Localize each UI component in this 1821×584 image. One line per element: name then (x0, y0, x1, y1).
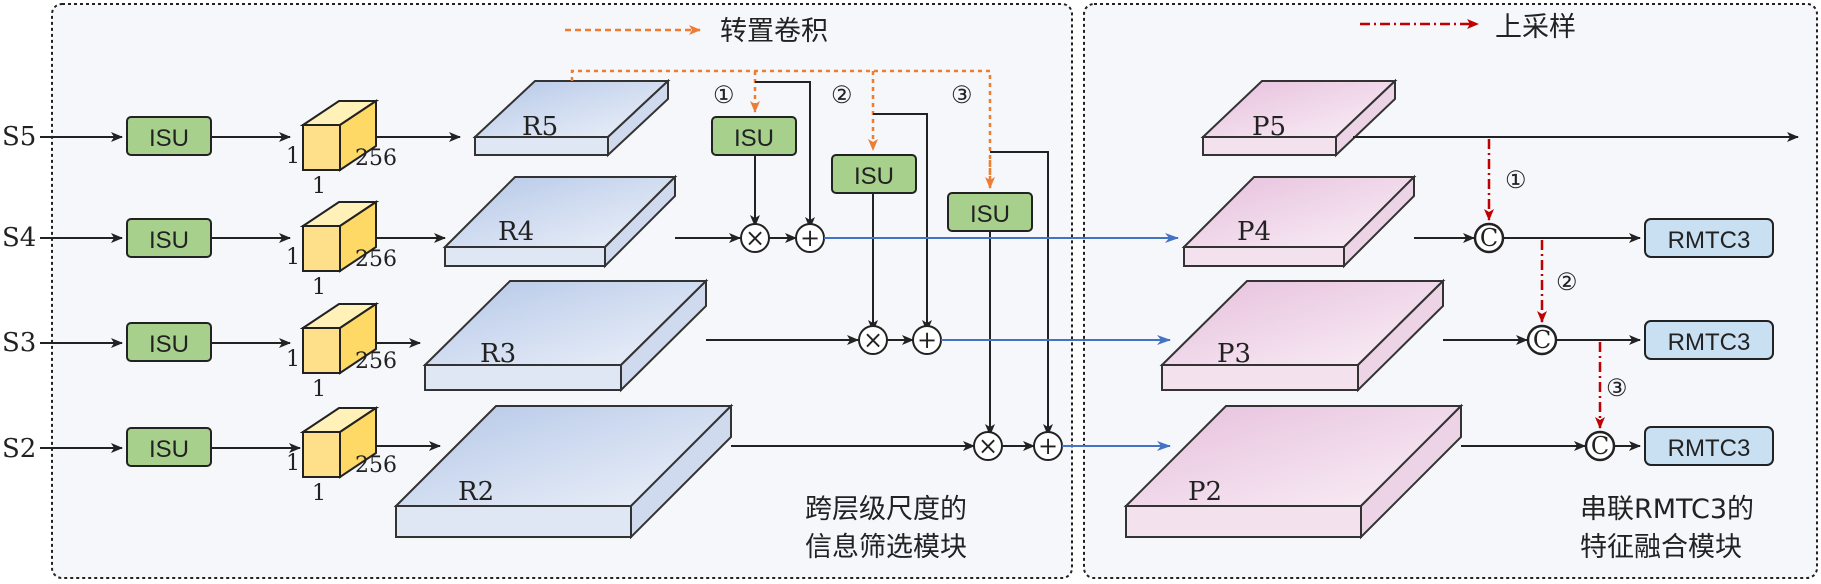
concat-op-p3: C (1526, 324, 1558, 356)
feature-map-r5: R5 (472, 78, 671, 158)
step-3-label: ③ (951, 81, 973, 109)
svg-text:1: 1 (286, 451, 300, 476)
svg-text:256: 256 (355, 247, 397, 272)
svg-text:ISU: ISU (149, 125, 189, 152)
svg-text:+: + (800, 224, 820, 252)
svg-text:×: × (863, 326, 883, 354)
isu-block-step2: ISU (831, 154, 917, 194)
legend-upsample-label: 上采样 (1495, 12, 1576, 43)
input-s5: S5 (2, 122, 36, 152)
isu-block-s2: ISU (126, 427, 212, 467)
left-module-caption-line2: 信息筛选模块 (805, 532, 967, 563)
svg-text:×: × (978, 432, 998, 460)
rmtc3-block-p4: RMTC3 (1644, 218, 1774, 258)
conv-cube-s5: 1 256 1 (286, 99, 397, 199)
svg-text:+: + (917, 326, 937, 354)
svg-text:256: 256 (355, 453, 397, 478)
feature-map-p4: P4 (1181, 174, 1417, 269)
isu-block-s3: ISU (126, 322, 212, 362)
residual-lines (750, 81, 1053, 436)
input-s2: S2 (2, 434, 36, 464)
upsample-step-1-label: ① (1505, 166, 1527, 194)
svg-text:C: C (1533, 326, 1551, 354)
svg-text:ISU: ISU (970, 201, 1010, 228)
concat-op-p4: C (1473, 222, 1505, 254)
feature-map-p5: P5 (1200, 78, 1398, 158)
feature-map-r3: R3 (422, 278, 709, 393)
conv-cube-s2: 1 256 1 (286, 406, 397, 506)
svg-text:P2: P2 (1188, 477, 1222, 507)
svg-text:1: 1 (286, 245, 300, 270)
svg-text:1: 1 (286, 347, 300, 372)
svg-text:×: × (745, 224, 765, 252)
step-2-label: ② (831, 81, 853, 109)
legend-transposed-conv-label: 转置卷积 (720, 16, 828, 47)
upsample-step-3-label: ③ (1606, 374, 1628, 402)
upsample-step-2-label: ② (1556, 268, 1578, 296)
svg-text:R2: R2 (458, 477, 494, 507)
svg-text:ISU: ISU (149, 227, 189, 254)
rmtc3-block-p2: RMTC3 (1644, 426, 1774, 466)
isu-block-step3: ISU (947, 192, 1033, 232)
svg-text:P3: P3 (1217, 339, 1251, 369)
svg-text:RMTC3: RMTC3 (1668, 329, 1751, 356)
add-op-r3: + (912, 325, 942, 355)
svg-text:RMTC3: RMTC3 (1668, 435, 1751, 462)
svg-text:RMTC3: RMTC3 (1668, 227, 1751, 254)
add-op-r2: + (1033, 431, 1063, 461)
svg-text:256: 256 (355, 349, 397, 374)
svg-text:R3: R3 (480, 339, 516, 369)
right-module-caption-line2: 特征融合模块 (1580, 532, 1742, 563)
right-module-caption-line1: 串联RMTC3的 (1580, 494, 1754, 525)
step-1-label: ① (713, 81, 735, 109)
feature-map-r2: R2 (393, 403, 734, 540)
svg-text:P5: P5 (1252, 112, 1286, 142)
svg-text:R5: R5 (522, 112, 558, 142)
feature-map-p3: P3 (1159, 278, 1446, 393)
svg-text:1: 1 (312, 174, 326, 199)
svg-text:1: 1 (312, 275, 326, 300)
feature-map-r4: R4 (442, 174, 678, 269)
input-s4: S4 (2, 223, 36, 253)
input-s3: S3 (2, 328, 36, 358)
conv-cube-s3: 1 256 1 (286, 302, 397, 402)
svg-text:ISU: ISU (149, 331, 189, 358)
svg-text:ISU: ISU (734, 125, 774, 152)
svg-text:1: 1 (312, 377, 326, 402)
conv-cube-s4: 1 256 1 (286, 200, 397, 300)
transposed-conv-routes (570, 69, 995, 189)
rmtc3-block-p3: RMTC3 (1644, 320, 1774, 360)
isu-block-s5: ISU (126, 116, 212, 156)
multiply-op-r3: × (858, 325, 888, 355)
svg-text:C: C (1480, 224, 1498, 252)
add-op-r4: + (795, 223, 825, 253)
svg-text:C: C (1591, 432, 1609, 460)
svg-text:ISU: ISU (149, 436, 189, 463)
multiply-op-r2: × (973, 431, 1003, 461)
concat-op-p2: C (1584, 430, 1616, 462)
feature-map-p2: P2 (1123, 403, 1464, 540)
left-module-caption-line1: 跨层级尺度的 (805, 494, 967, 525)
isu-block-s4: ISU (126, 218, 212, 258)
isu-block-step1: ISU (711, 116, 797, 156)
svg-text:ISU: ISU (854, 163, 894, 190)
svg-text:R4: R4 (498, 217, 534, 247)
svg-text:256: 256 (355, 146, 397, 171)
upsample-routes (1484, 139, 1605, 429)
svg-text:1: 1 (286, 144, 300, 169)
svg-text:1: 1 (312, 481, 326, 506)
svg-text:+: + (1038, 432, 1058, 460)
multiply-op-r4: × (740, 223, 770, 253)
svg-text:P4: P4 (1237, 217, 1271, 247)
